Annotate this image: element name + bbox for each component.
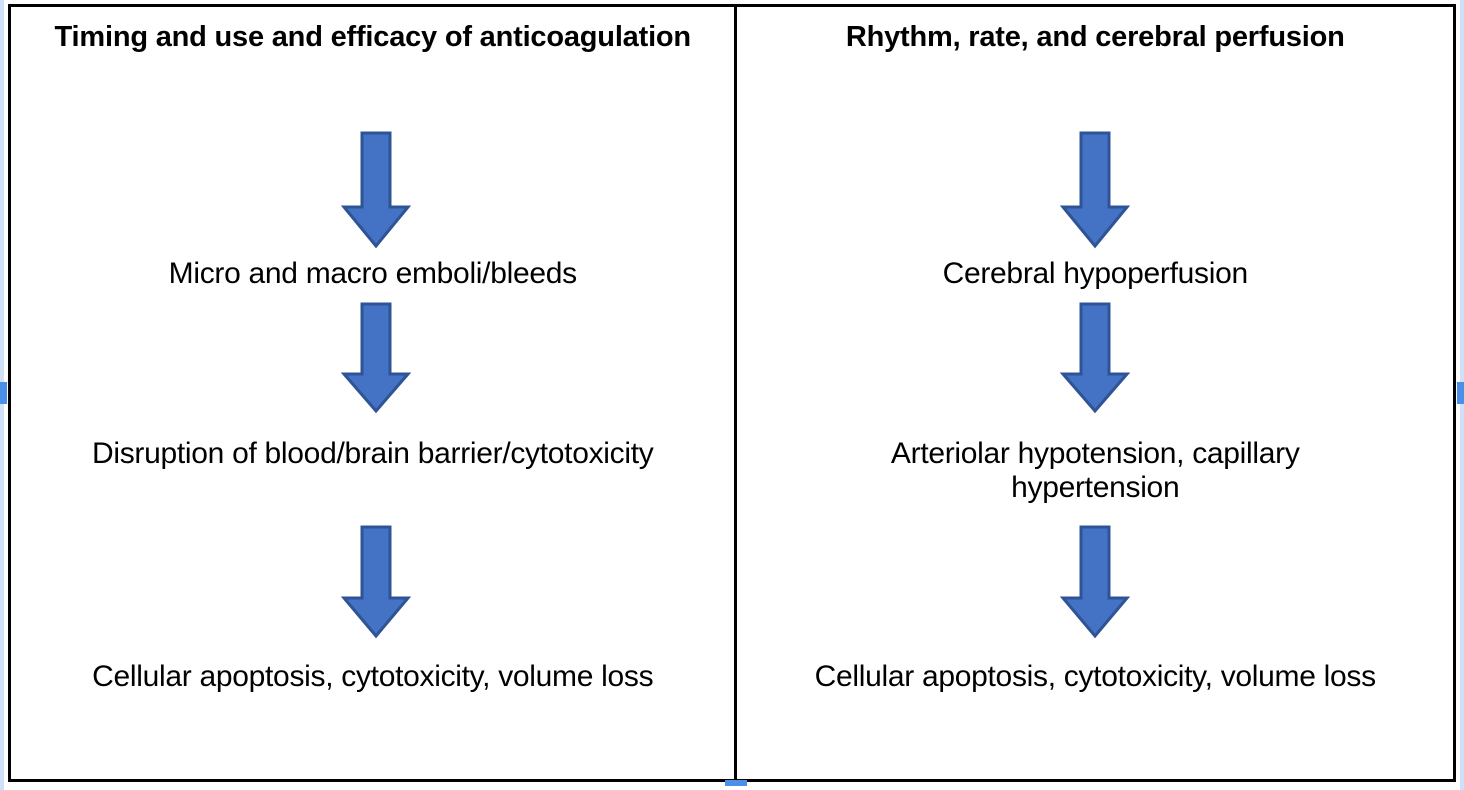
panel-left[interactable]: Timing and use and efficacy of anticoagu… xyxy=(11,7,738,779)
panel-left-step-1: Micro and macro emboli/bleeds xyxy=(168,257,577,290)
down-arrow-icon xyxy=(1060,302,1131,414)
diagram-frame[interactable]: Timing and use and efficacy of anticoagu… xyxy=(8,4,1456,782)
panel-right-title: Rhythm, rate, and cerebral perfusion xyxy=(845,21,1345,53)
panel-right-step-1: Cerebral hypoperfusion xyxy=(942,257,1249,290)
panel-left-title: Timing and use and efficacy of anticoagu… xyxy=(54,21,692,53)
panel-left-step-2: Disruption of blood/brain barrier/cytoto… xyxy=(92,437,654,470)
panel-right-step-3: Cellular apoptosis, cytotoxicity, volume… xyxy=(814,660,1376,693)
selection-handle-bottom-center[interactable] xyxy=(725,780,747,786)
panel-right-step-2: Arteriolar hypotension, capillary hypert… xyxy=(890,437,1300,505)
down-arrow-icon xyxy=(1060,131,1131,249)
selection-handle-middle-right[interactable] xyxy=(1457,382,1464,404)
down-arrow-icon xyxy=(341,525,411,639)
down-arrow-icon xyxy=(341,302,411,414)
selection-handle-middle-left[interactable] xyxy=(0,382,7,404)
down-arrow-icon xyxy=(341,131,411,249)
panel-right[interactable]: Rhythm, rate, and cerebral perfusion Cer… xyxy=(737,7,1453,779)
panel-left-step-3: Cellular apoptosis, cytotoxicity, volume… xyxy=(92,660,654,693)
down-arrow-icon xyxy=(1060,525,1131,639)
